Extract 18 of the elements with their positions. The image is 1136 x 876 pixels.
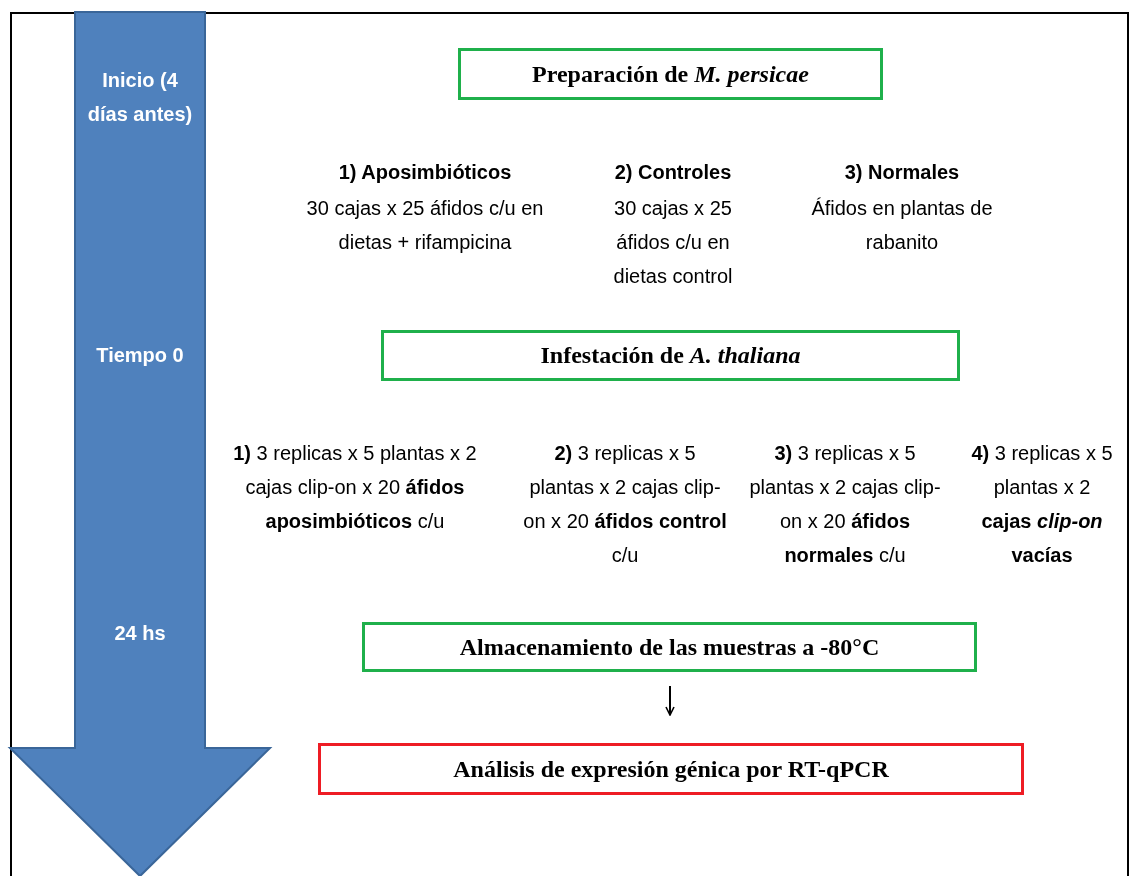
timeline-label: 24 hs xyxy=(113,621,167,646)
timeline-label: Tiempo 0 xyxy=(95,343,185,368)
group-description: 4) 3 replicas x 5 plantas x 2 cajas clip-on vacías xyxy=(970,441,1114,568)
process-box: Preparación de M. persicae xyxy=(458,48,883,100)
group-description: 3) 3 replicas x 5 plantas x 2 cajas clip-on x 20 áfidos normales c/u xyxy=(748,441,942,568)
group-heading: 1) Aposimbióticos xyxy=(337,160,513,185)
group-description: Áfidos en plantas de rabanito xyxy=(810,196,994,255)
group-description: 1) 3 replicas x 5 plantas x 2 cajas clip-on x 20 áfidos aposimbióticos c/u xyxy=(232,441,478,534)
arrow xyxy=(665,685,675,716)
group-description: 2) 3 replicas x 5 plantas x 2 cajas clip-on x 20 áfidos control c/u xyxy=(522,441,728,568)
process-box: Infestación de A. thaliana xyxy=(381,330,960,381)
group-description: 30 cajas x 25 áfidos c/u en dietas + rifampicina xyxy=(305,196,545,255)
timeline-label: Inicio (4 días antes) xyxy=(86,68,194,127)
group-heading: 3) Normales xyxy=(843,160,961,185)
group-heading: 2) Controles xyxy=(613,160,733,185)
group-description: 30 cajas x 25 áfidos c/u en dietas control xyxy=(612,196,734,289)
process-box: Almacenamiento de las muestras a -80°C xyxy=(362,622,977,672)
process-box: Análisis de expresión génica por RT-qPCR xyxy=(318,743,1024,795)
